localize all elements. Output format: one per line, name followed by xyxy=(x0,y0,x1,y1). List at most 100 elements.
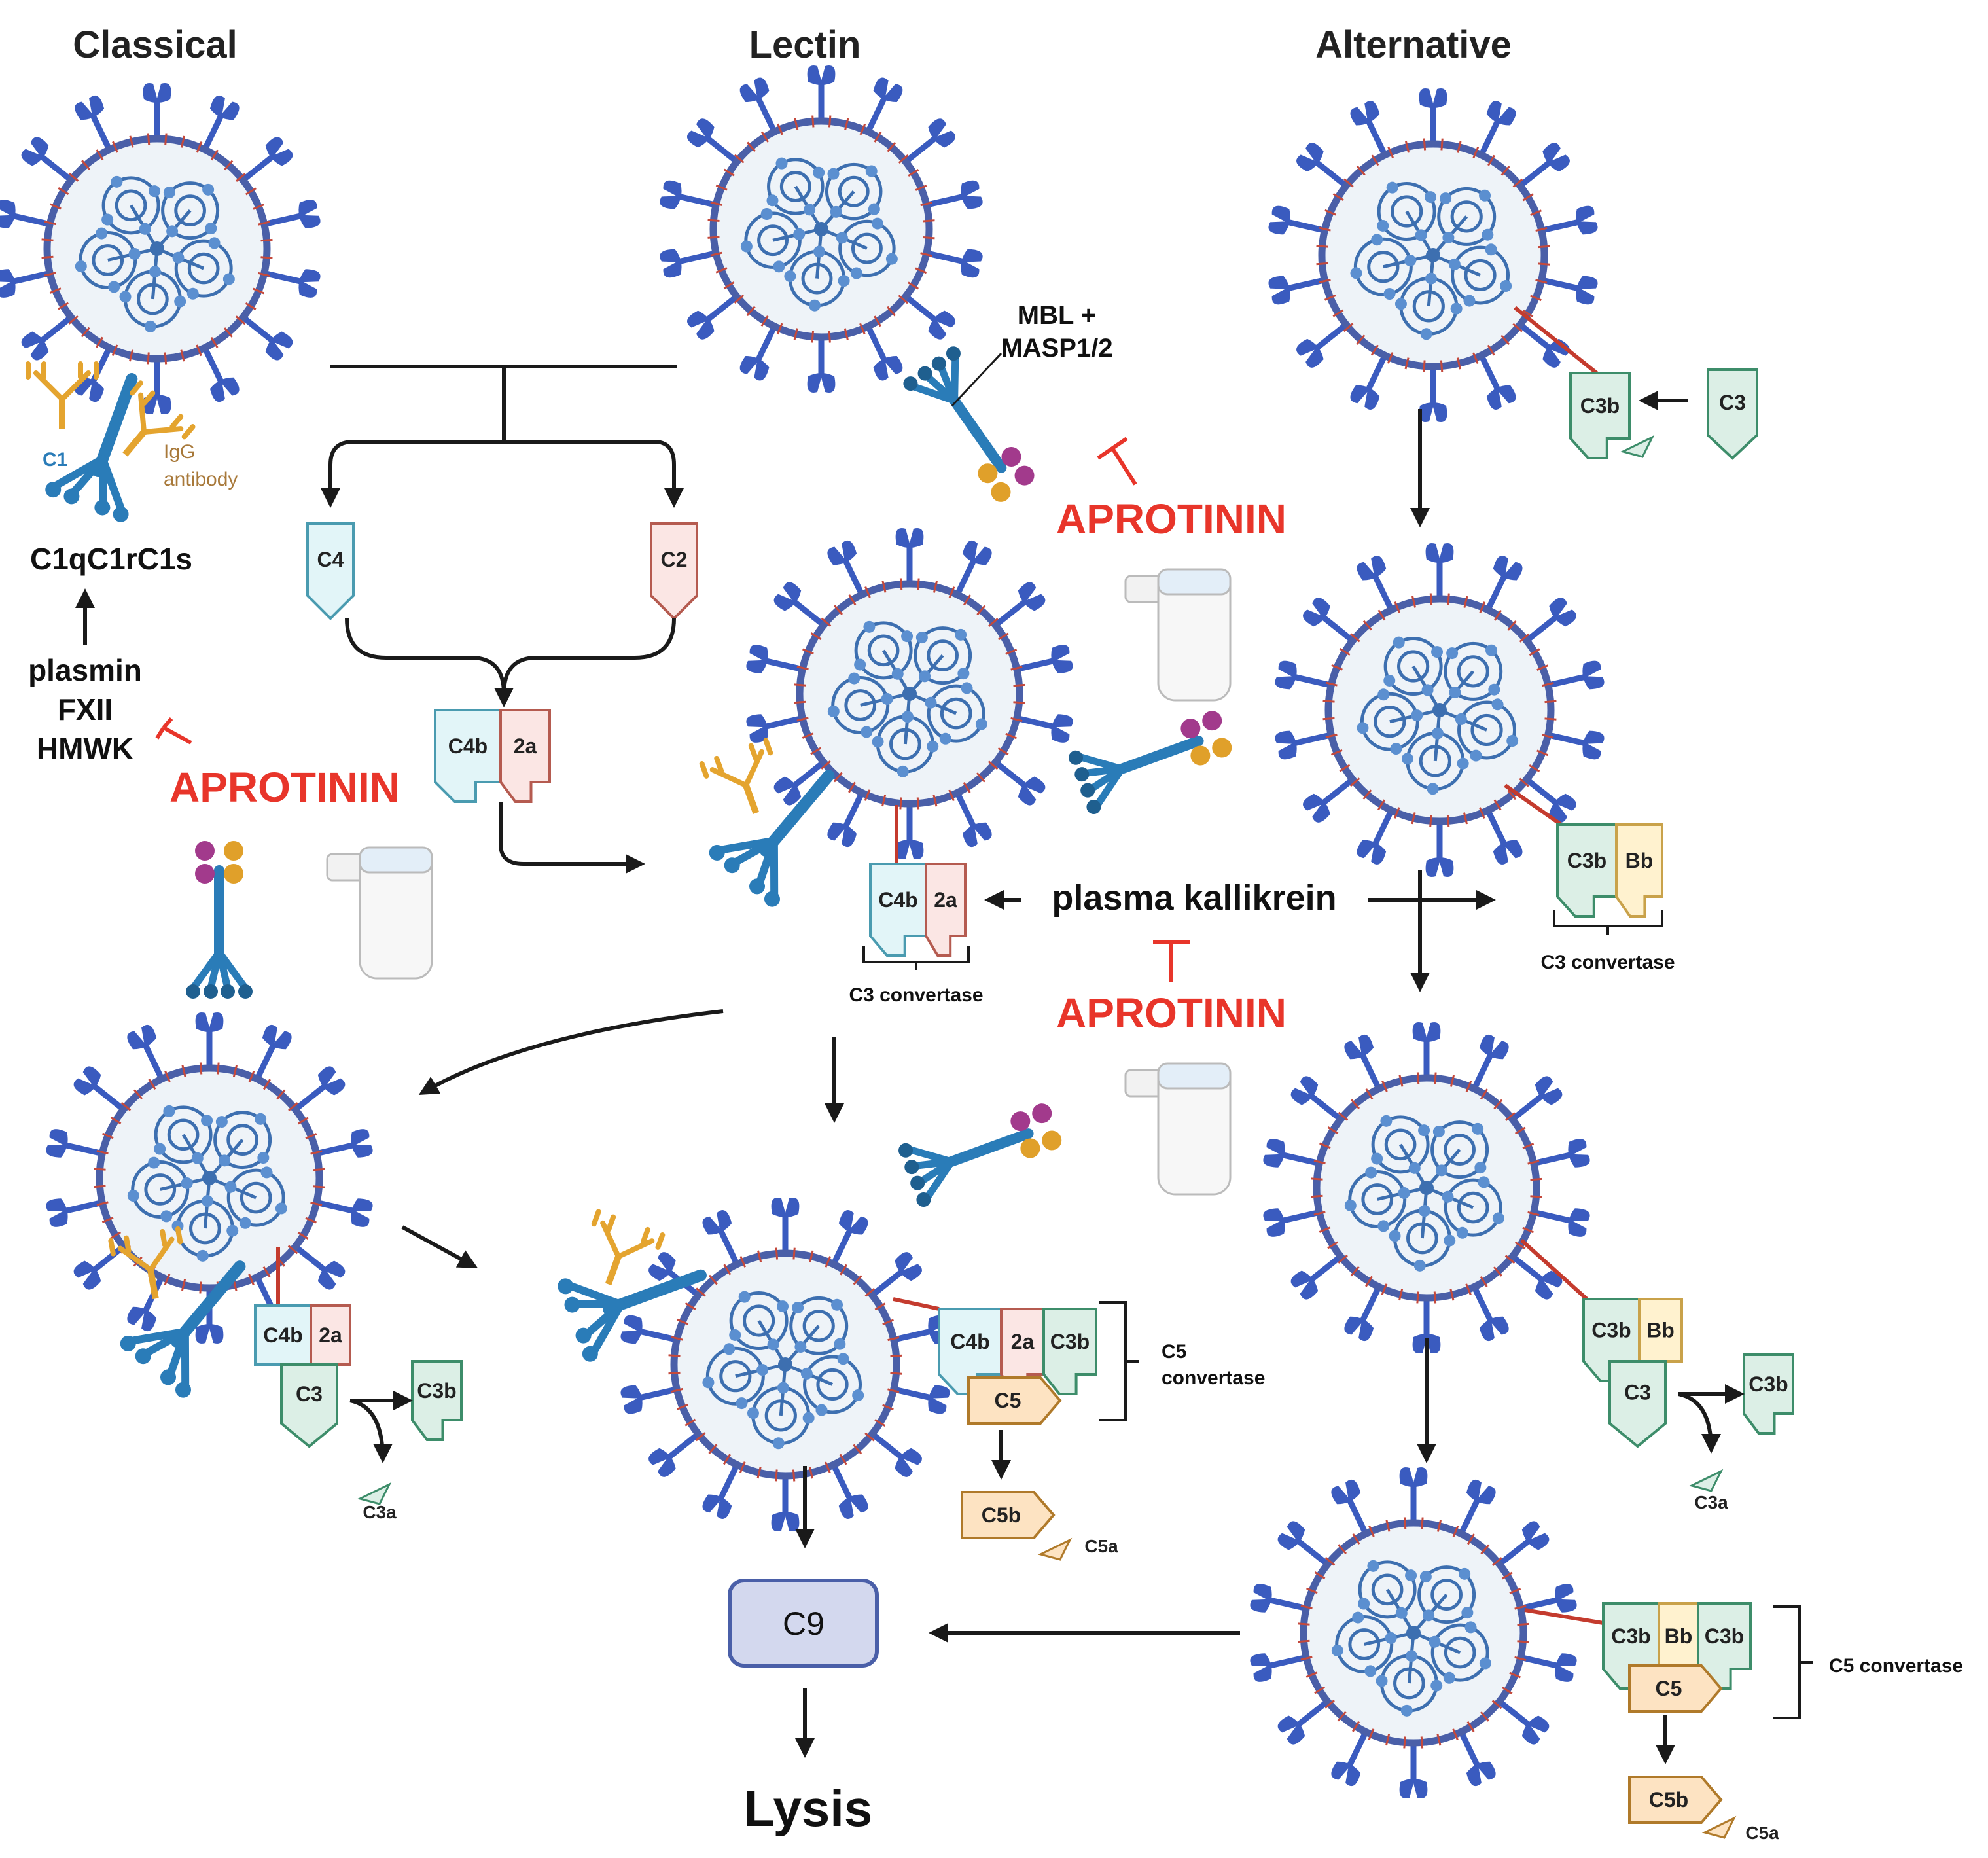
nucleocapsid xyxy=(863,620,876,633)
c3a-fragment xyxy=(1620,435,1655,458)
nucleocapsid xyxy=(955,628,967,641)
membrane-protein xyxy=(180,135,186,148)
nucleocapsid xyxy=(128,247,141,260)
mbl-masp-complex-left xyxy=(186,841,253,999)
igg-antibody-center xyxy=(699,738,773,814)
masp-protease xyxy=(1190,745,1211,766)
spike-stalk xyxy=(143,1043,165,1082)
membrane-protein xyxy=(715,267,728,274)
membrane-protein xyxy=(809,1250,814,1262)
spike-stalk xyxy=(1287,219,1328,234)
spike-head xyxy=(961,180,983,209)
membrane-protein xyxy=(1522,310,1534,318)
rna-loop xyxy=(789,1296,849,1355)
merge-join-arrow xyxy=(502,618,676,694)
nucleocapsid xyxy=(1456,1226,1468,1239)
spike-head xyxy=(1344,1316,1374,1342)
spike-stalk xyxy=(865,96,887,135)
antibody-arm xyxy=(616,1226,666,1259)
nucleocapsid xyxy=(257,1152,270,1164)
membrane-protein xyxy=(1479,601,1486,613)
spike-head xyxy=(773,776,802,806)
nucleocapsid xyxy=(96,227,108,240)
membrane-protein xyxy=(1365,1276,1374,1287)
igg-antibody xyxy=(122,380,196,457)
spike-stalk xyxy=(923,194,965,208)
membrane-protein xyxy=(899,797,902,810)
spike-head xyxy=(1535,1270,1563,1300)
mbl-head xyxy=(910,1175,925,1190)
membrane-protein xyxy=(1316,262,1328,266)
membrane-protein xyxy=(310,1201,323,1207)
membrane-protein xyxy=(1492,1557,1502,1567)
nucleocapsid xyxy=(1367,1560,1379,1572)
nucleocapsid xyxy=(171,1220,184,1232)
mbl-stalk xyxy=(944,387,1007,473)
label-igg-1: IgG xyxy=(164,441,195,463)
membrane-protein xyxy=(677,1318,688,1325)
nucleocapsid xyxy=(808,299,821,312)
nucleocapsid xyxy=(1459,1567,1471,1580)
membrane-protein xyxy=(802,732,814,739)
nucleocapsid xyxy=(201,1195,213,1207)
membrane-protein xyxy=(1494,609,1502,621)
virus-particle xyxy=(46,1012,373,1344)
antibody-arm xyxy=(148,1226,183,1272)
c3-convertase-bracket-center xyxy=(862,946,970,970)
spike-stalk xyxy=(923,250,965,264)
nucleocapsid xyxy=(777,1382,789,1394)
nucleocapsid xyxy=(1344,1199,1357,1211)
membrane-protein xyxy=(236,173,246,183)
spike-head xyxy=(962,540,992,565)
membrane-protein xyxy=(1500,166,1510,176)
nucleocapsid xyxy=(108,281,120,293)
membrane-protein xyxy=(776,323,783,335)
nucleocapsid xyxy=(1488,683,1500,696)
spike-head xyxy=(298,269,321,298)
masp-protease xyxy=(1020,1138,1040,1158)
membrane-protein xyxy=(1509,1588,1521,1594)
spike-head xyxy=(317,1260,346,1290)
mbl-head xyxy=(221,984,235,999)
membrane-protein xyxy=(864,1287,876,1297)
spike-head xyxy=(1331,1479,1361,1505)
nucleocapsid xyxy=(208,237,221,249)
spike-stalk xyxy=(1458,1728,1480,1768)
membrane-protein xyxy=(260,256,273,259)
spike-head xyxy=(1051,714,1073,743)
membrane-protein xyxy=(948,586,955,598)
rna-genome xyxy=(1350,181,1512,340)
pathway-arrows xyxy=(75,365,1745,1764)
nucleocapsid xyxy=(766,194,779,207)
masp-protease xyxy=(1014,465,1035,486)
membrane-protein xyxy=(217,1062,220,1075)
spike-head xyxy=(1486,385,1516,410)
membrane-protein xyxy=(1527,1211,1540,1217)
nucleocapsid xyxy=(792,1302,804,1314)
spike-head xyxy=(209,377,240,402)
membrane-protein xyxy=(668,1371,681,1375)
nucleocapsid xyxy=(1389,1230,1401,1242)
membrane-protein xyxy=(1343,178,1354,188)
c1-head xyxy=(113,506,129,522)
spike-head xyxy=(0,269,16,298)
membrane-protein xyxy=(1433,1291,1437,1304)
antibody-arm xyxy=(108,1235,153,1272)
nucleocapsid xyxy=(772,1437,785,1450)
membrane-protein xyxy=(793,328,798,340)
spike-head xyxy=(1555,1653,1577,1682)
membrane-protein xyxy=(1536,664,1549,671)
nucleocapsid xyxy=(775,157,788,170)
c1-arm xyxy=(126,1327,189,1346)
spike-head xyxy=(620,1385,643,1414)
aprotinin-label-top: APROTININ xyxy=(1056,495,1287,543)
c2a-block-c5conv: 2a xyxy=(1000,1308,1045,1395)
spike-head xyxy=(195,1324,224,1344)
rna-loop-inner xyxy=(115,189,147,222)
membrane-protein xyxy=(1512,178,1523,188)
spike-stalk xyxy=(869,1270,904,1298)
membrane-protein xyxy=(147,352,150,365)
membrane-protein xyxy=(1501,1571,1513,1580)
membrane-protein xyxy=(1381,1283,1388,1296)
spike-stalk xyxy=(718,1461,740,1501)
